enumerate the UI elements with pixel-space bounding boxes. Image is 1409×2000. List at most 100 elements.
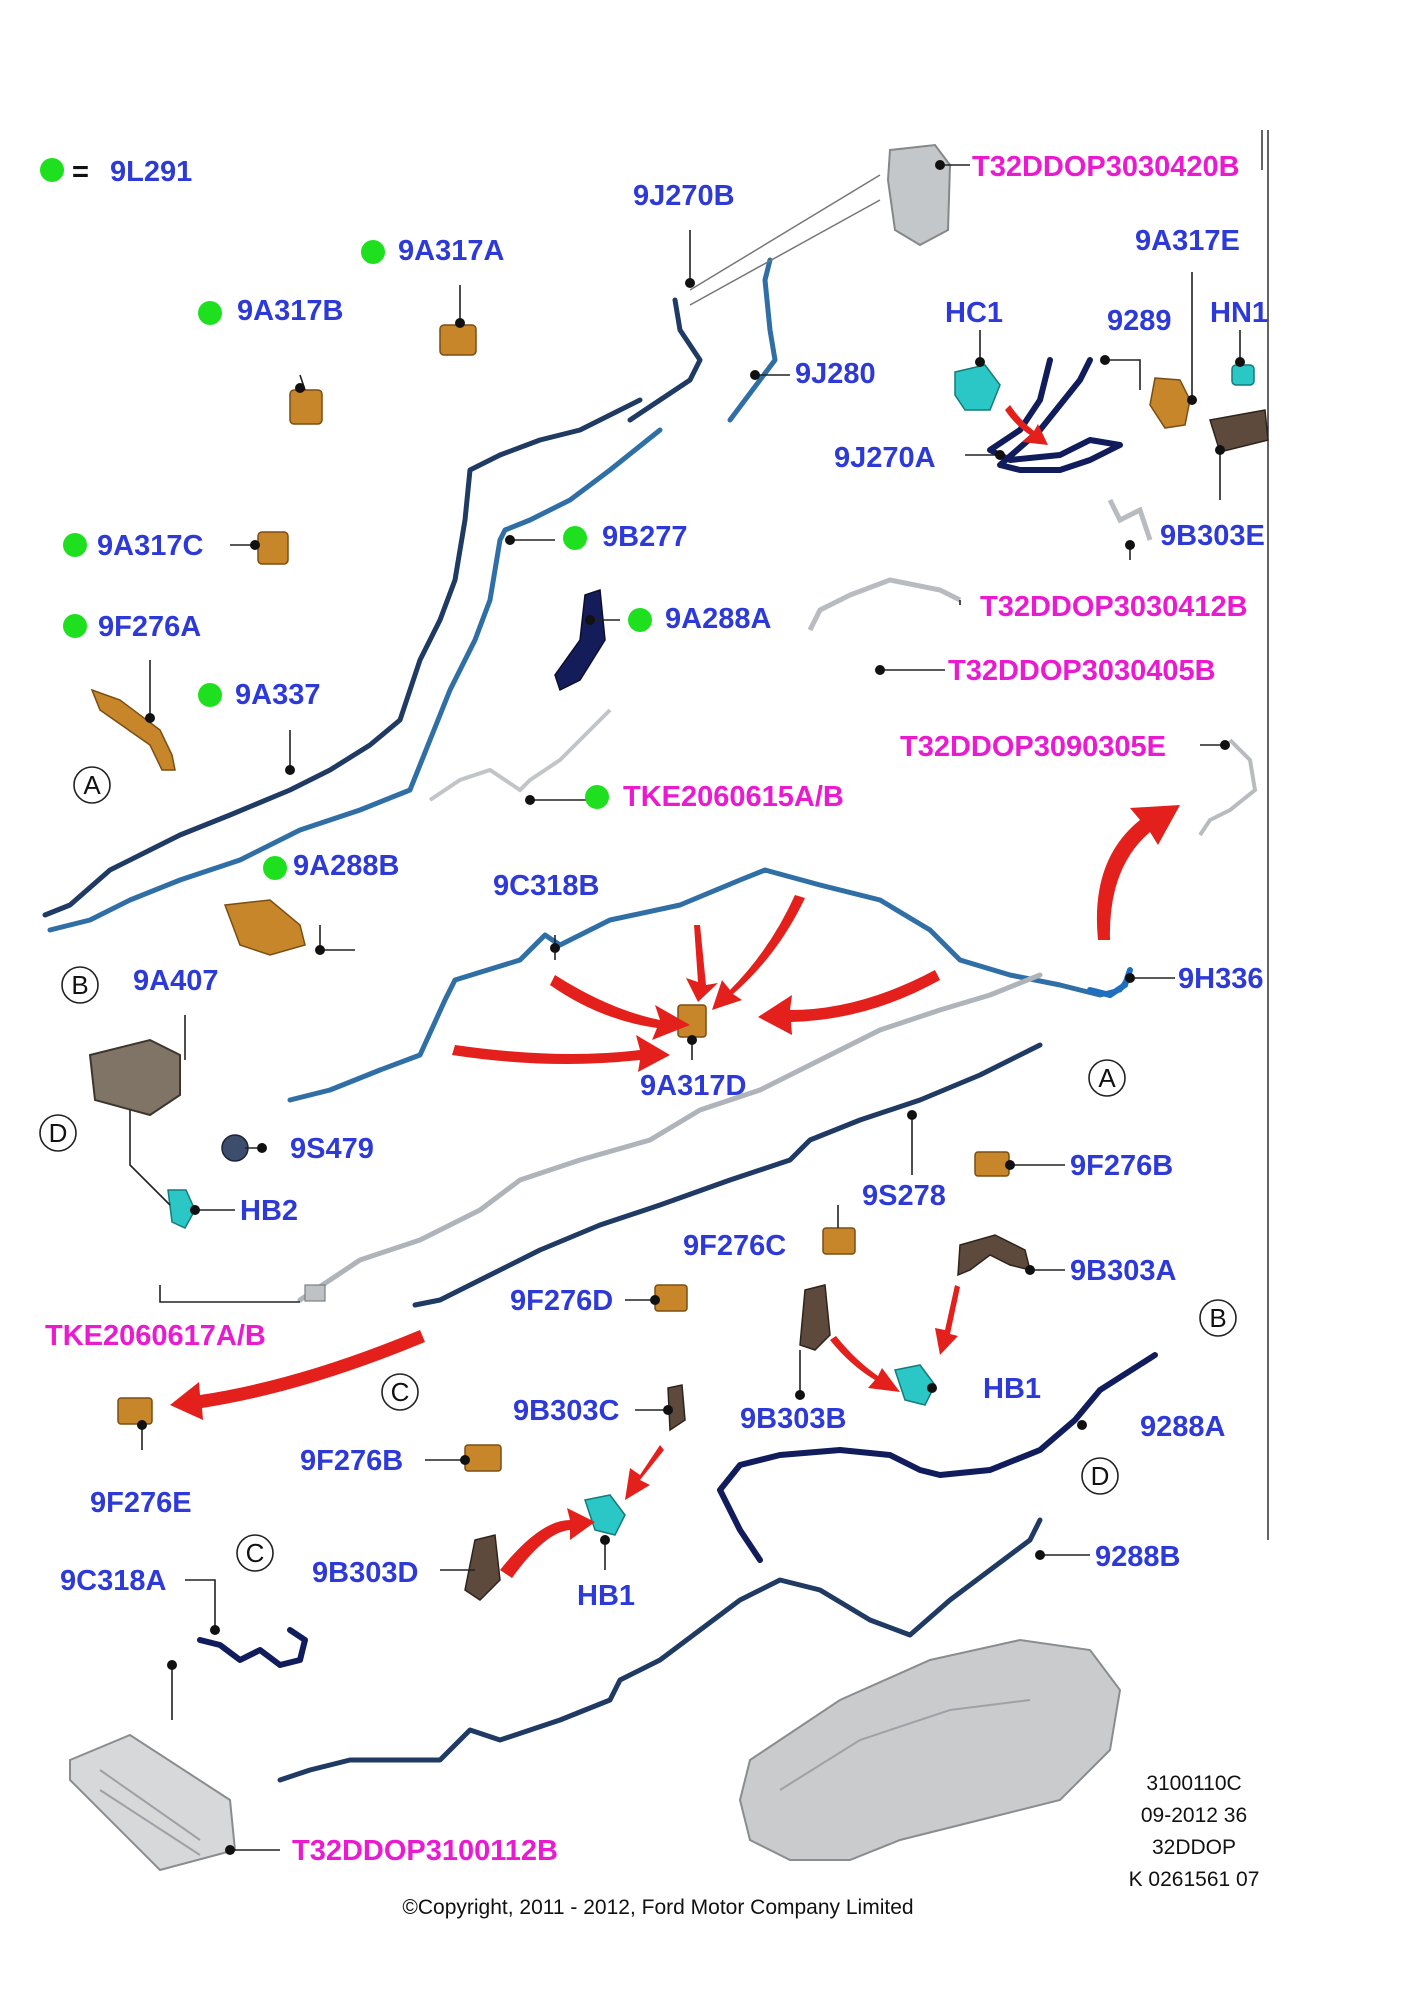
green-dot-9b277: [563, 526, 587, 550]
leader-dot: [210, 1625, 220, 1635]
clip-9a317c: [257, 531, 289, 565]
label-hb2: HB2: [240, 1195, 298, 1227]
leader-dot: [685, 278, 695, 288]
legend-code: 9L291: [110, 156, 192, 188]
harness-9b303e: [1107, 498, 1153, 541]
label-9f276b-left: 9F276B: [300, 1445, 403, 1477]
part-hb2: [167, 1189, 196, 1229]
green-dot-9a317c: [63, 533, 87, 557]
callout-d-left: [39, 1114, 77, 1152]
callout-a-right-text: A: [1098, 1063, 1116, 1093]
filter-detail: [99, 1769, 201, 1841]
parts-group: [88, 324, 1269, 1601]
label-9a407: 9A407: [133, 965, 218, 997]
arrow-icon: [758, 970, 940, 1035]
leader-dot: [687, 1035, 697, 1045]
callouts: A B D A B C D C: [39, 766, 1237, 1572]
label-9j280: 9J280: [795, 358, 876, 390]
leader-dot: [927, 1383, 937, 1393]
harness-t32-412b: [807, 577, 962, 632]
leader-dot: [750, 370, 760, 380]
leader-line: [159, 1285, 300, 1303]
leader-dot: [975, 357, 985, 367]
fuel-tank: [738, 1638, 1122, 1861]
leader-line: [1105, 359, 1141, 390]
meta-line-3: 32DDOP: [1152, 1836, 1236, 1859]
label-9j270b: 9J270B: [633, 180, 735, 212]
pipe-9j270b: [627, 297, 703, 423]
label-9b303e: 9B303E: [1160, 520, 1265, 552]
meta-line-4: K 0261561 07: [1129, 1868, 1260, 1891]
pipe-9c318b: [287, 867, 1133, 1103]
clip-9a317a: [439, 324, 477, 356]
pipe-main-2: [47, 427, 663, 933]
label-9289: 9289: [1107, 305, 1172, 337]
leader-dot: [455, 318, 465, 328]
leader-dot: [1125, 973, 1135, 983]
leader-line: [185, 1579, 216, 1630]
label-9a337: 9A337: [235, 679, 320, 711]
callout-c-mid-text: C: [391, 1377, 410, 1407]
label-hc1: HC1: [945, 297, 1003, 329]
label-9a288a: 9A288A: [665, 603, 771, 635]
callout-c-mid: [381, 1373, 419, 1411]
labels: = 9L291 T32DDOP3030420B 9J270B 9A317E 9A…: [45, 151, 1268, 1867]
green-dot-9a288a: [628, 608, 652, 632]
part-9s479: [221, 1134, 249, 1162]
leader-dot: [1077, 1420, 1087, 1430]
leader-dot: [1187, 395, 1197, 405]
label-t32-420b: T32DDOP3030420B: [972, 151, 1240, 183]
arrow-icon: [830, 1336, 900, 1392]
label-t32-405b: T32DDOP3030405B: [948, 655, 1216, 687]
pipe-tke617: [297, 972, 1043, 1303]
arrow-icon: [452, 1035, 670, 1072]
arrow-group: [170, 405, 1180, 1578]
callout-b-right: [1199, 1299, 1237, 1337]
leader-dot: [137, 1420, 147, 1430]
leader-dot: [167, 1660, 177, 1670]
label-hb1-left: HB1: [577, 1580, 635, 1612]
callout-b-left-text: B: [71, 970, 88, 1000]
leader-dot: [1125, 540, 1135, 550]
leader-dot: [875, 665, 885, 675]
label-9b303c: 9B303C: [513, 1395, 619, 1427]
label-9j270a: 9J270A: [834, 442, 936, 474]
label-9a317c: 9A317C: [97, 530, 203, 562]
leader-dots: [137, 160, 1245, 1855]
label-9b277: 9B277: [602, 521, 687, 553]
label-9f276d: 9F276D: [510, 1285, 613, 1317]
bracket-9b303a: [957, 1234, 1032, 1277]
label-t32-305e: T32DDOP3090305E: [900, 731, 1166, 763]
leader-line: [319, 925, 355, 951]
leader-dot: [295, 383, 305, 393]
bracket-9b303b: [799, 1284, 831, 1351]
arrow-icon: [170, 1330, 425, 1420]
callout-d-right: [1081, 1457, 1119, 1495]
pipe-group: [42, 143, 1258, 1872]
label-9a288b: 9A288B: [293, 850, 399, 882]
callout-a-left-text: A: [83, 770, 101, 800]
green-dot-9a337: [198, 683, 222, 707]
clip-9f276d: [654, 1284, 688, 1312]
part-hc1: [954, 364, 1001, 411]
arrow-icon: [1005, 405, 1048, 445]
leader-dot: [1100, 355, 1110, 365]
arrow-icon: [550, 975, 690, 1040]
leader-dot: [1235, 357, 1245, 367]
copyright-text: ©Copyright, 2011 - 2012, Ford Motor Comp…: [402, 1896, 913, 1919]
leader-dot: [907, 1110, 917, 1120]
arrow-icon: [625, 1445, 664, 1500]
clip-9f276c: [822, 1227, 856, 1255]
legend-equals: =: [72, 156, 89, 188]
pipe-9s278: [412, 1042, 1043, 1308]
leader-dot: [225, 1845, 235, 1855]
callout-a-right: [1088, 1059, 1126, 1097]
arrow-icon: [935, 1285, 960, 1355]
clip-9f276a: [90, 688, 176, 771]
label-tke617: TKE2060617A/B: [45, 1320, 266, 1352]
leader-dot: [795, 1390, 805, 1400]
leader-line: [129, 1110, 171, 1206]
meta-line-1: 3100110C: [1146, 1772, 1241, 1795]
label-9h336: 9H336: [1178, 963, 1263, 995]
tank-detail: [779, 1699, 1031, 1791]
